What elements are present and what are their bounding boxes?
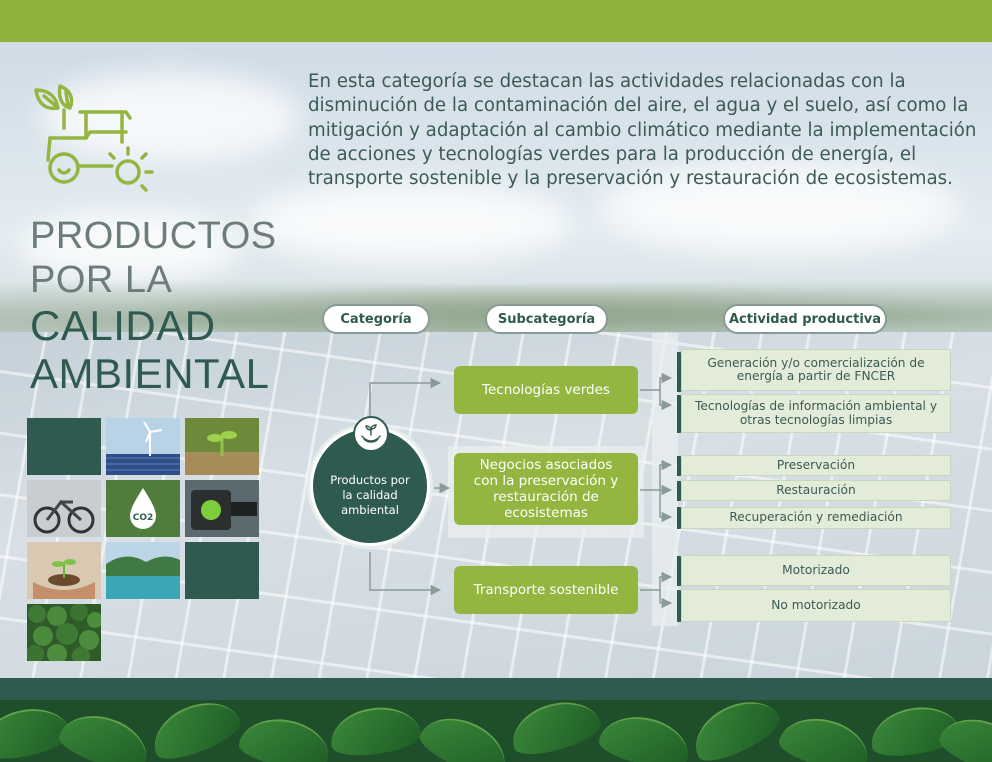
- intro-paragraph: En esta categoría se destacan las activi…: [308, 71, 977, 190]
- title-line-3: CALIDAD: [30, 302, 216, 349]
- top-color-band: [0, 0, 992, 42]
- title-line-4: AMBIENTAL: [30, 350, 270, 397]
- thumb-co2-image: CO2: [106, 480, 180, 537]
- photo-thumbnails: CO2: [27, 418, 260, 662]
- title-line-2: POR LA: [30, 259, 173, 301]
- title-line-1: PRODUCTOS: [30, 215, 277, 257]
- bottom-color-band: [0, 678, 992, 700]
- thumb-sprout-image: [185, 418, 259, 475]
- thumb-hands-plant-image: [27, 542, 101, 599]
- subcategory-0: Tecnologías verdes: [454, 366, 638, 414]
- activity-1-0: Preservación: [681, 455, 951, 476]
- header-category: Categoría: [322, 304, 430, 334]
- thumb-bicycle-image: [27, 480, 101, 537]
- page-title: PRODUCTOS POR LA CALIDAD AMBIENTAL: [30, 214, 300, 398]
- thumb-solid-green-2: [185, 542, 259, 599]
- thumb-lagoon-image: [106, 542, 180, 599]
- tractor-leaf-sun-icon: [34, 84, 154, 192]
- subcategory-1: Negocios asociados con la preservación y…: [454, 453, 638, 525]
- activity-1-1: Restauración: [681, 480, 951, 501]
- thumb-solid-green: [27, 418, 101, 475]
- thumb-forest-image: [27, 604, 101, 661]
- thumb-wind-solar-image: [106, 418, 180, 475]
- co2-text: CO2: [133, 513, 154, 523]
- activity-0-1: Tecnologías de información ambiental y o…: [681, 394, 951, 433]
- leaves-footer: [0, 700, 992, 762]
- activity-0-0: Generación y/o comercialización de energ…: [681, 349, 951, 391]
- hands-plant-icon: [353, 416, 389, 452]
- activity-1-2: Recuperación y remediación: [681, 507, 951, 529]
- activity-2-1: No motorizado: [681, 589, 951, 622]
- activity-2-0: Motorizado: [681, 555, 951, 586]
- subcategory-2: Transporte sostenible: [454, 566, 638, 614]
- header-activity: Actividad productiva: [723, 304, 887, 334]
- thumb-ev-charger-image: [185, 480, 259, 537]
- header-subcategory: Subcategoría: [485, 304, 608, 334]
- activity-connector-panel: [652, 333, 678, 626]
